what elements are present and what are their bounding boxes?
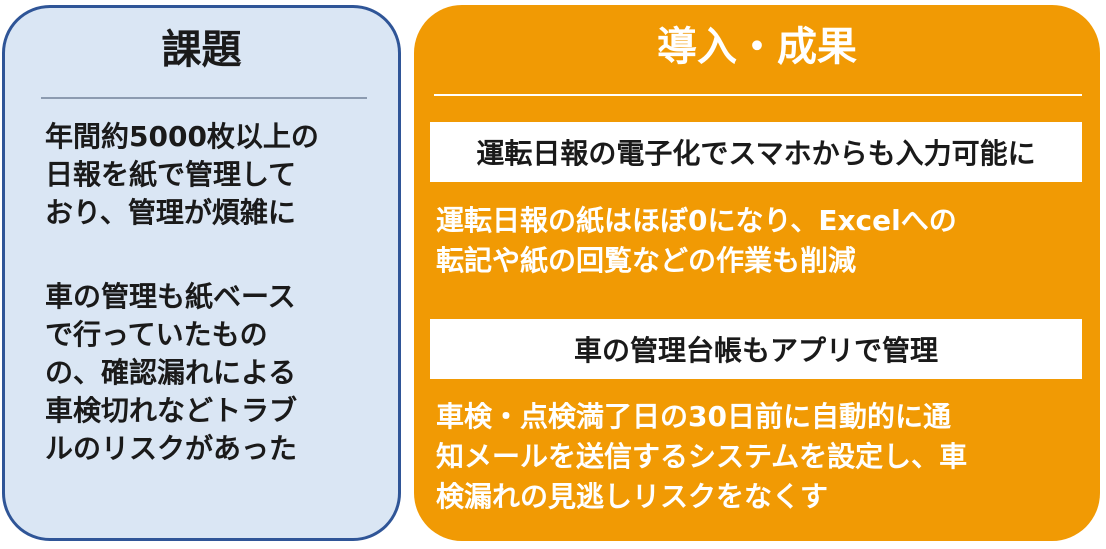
result-line: 転記や紙の回覧などの作業も削減 (436, 244, 857, 277)
result-line: 車検・点検満了日の30日前に自動的に通 (436, 400, 951, 433)
result-line: 知メールを送信するシステムを設定し、車 (436, 440, 968, 473)
issues-title: 課題 (161, 27, 242, 73)
results-divider (434, 94, 1082, 96)
issue-line: 車の管理も紙ベース (45, 280, 296, 313)
issue-line: の、確認漏れによる (45, 356, 297, 389)
result-description-1: 運転日報の紙はほぼ0になり、Excelへの 転記や紙の回覧などの作業も削減 (436, 201, 1076, 281)
results-title: 導入・成果 (657, 24, 857, 70)
issues-divider (41, 97, 367, 99)
results-panel: 導入・成果 運転日報の電子化でスマホからも入力可能に 運転日報の紙はほぼ0になり… (414, 5, 1100, 541)
issue-line: で行っていたもの (45, 318, 268, 351)
result-heading-2: 車の管理台帳もアプリで管理 (430, 319, 1082, 379)
result-line: 検漏れの見逃しリスクをなくす (436, 480, 829, 513)
issue-line: おり、管理が煩雑に (45, 196, 296, 229)
issue-line: 車検切れなどトラブ (45, 394, 298, 427)
result-description-2: 車検・点検満了日の30日前に自動的に通 知メールを送信するシステムを設定し、車 … (436, 397, 1076, 517)
issue-paragraph-1: 年間約5000枚以上の 日報を紙で管理して おり、管理が煩雑に (45, 118, 385, 232)
issue-line: ルのリスクがあった (45, 432, 298, 465)
issue-line: 年間約5000枚以上の (45, 120, 319, 153)
issue-line: 日報を紙で管理して (45, 158, 297, 191)
issues-panel: 課題 年間約5000枚以上の 日報を紙で管理して おり、管理が煩雑に 車の管理も… (2, 5, 401, 541)
result-line: 運転日報の紙はほぼ0になり、Excelへの (436, 204, 957, 237)
result-heading-1: 運転日報の電子化でスマホからも入力可能に (430, 122, 1082, 182)
issue-paragraph-2: 車の管理も紙ベース で行っていたもの の、確認漏れによる 車検切れなどトラブ ル… (45, 278, 385, 468)
